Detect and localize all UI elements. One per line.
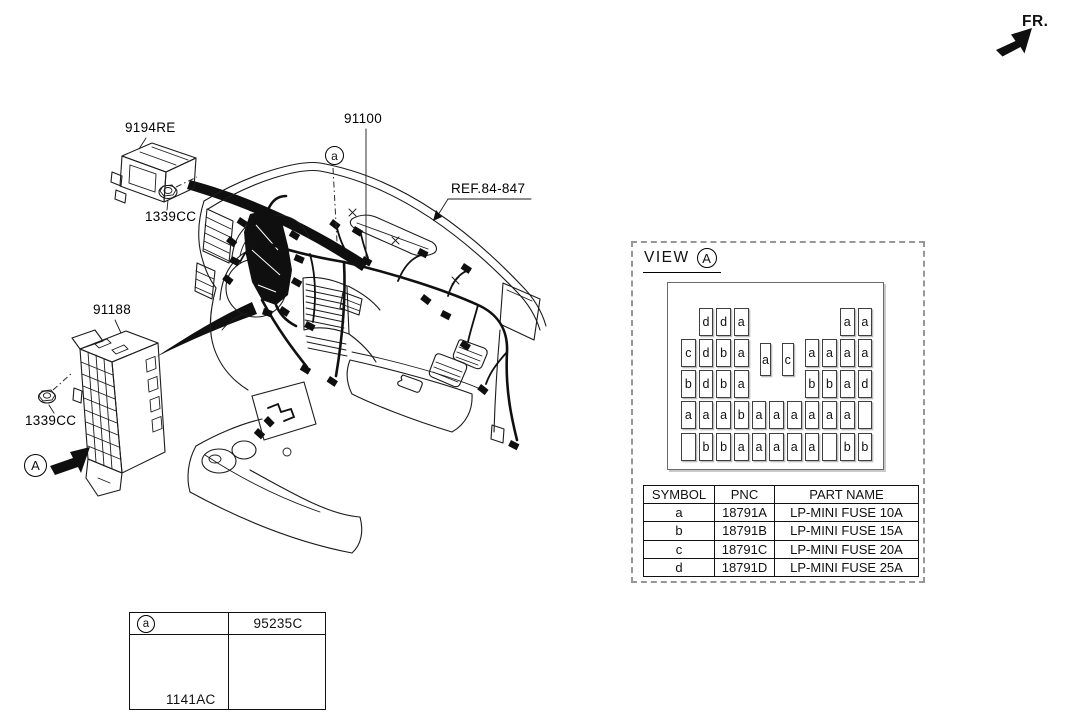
symbol-table-cell: a xyxy=(643,503,715,523)
fastener-detail-box: a 95235C 1141AC xyxy=(129,612,326,710)
fuse-slot: b xyxy=(698,433,714,461)
fuse-slot: a xyxy=(751,433,767,461)
symbol-table-header: PNC xyxy=(714,484,775,505)
fuse-slot: a xyxy=(839,338,855,367)
fuse-slot xyxy=(681,433,696,461)
fuse-slot xyxy=(822,433,837,461)
fuse-slot: a xyxy=(786,433,802,461)
callout-9194re: 9194RE xyxy=(125,120,176,135)
fuse-slot: a xyxy=(769,433,784,461)
callout-1339cc-left: 1339CC xyxy=(25,413,77,428)
fuse-slot: a xyxy=(839,308,855,336)
harness-sweep-lower xyxy=(156,302,257,357)
symbol-table-cell: c xyxy=(643,539,715,559)
fuse-slot-float: c xyxy=(781,343,794,376)
fr-arrow-icon xyxy=(996,28,1032,57)
fuse-slot: b xyxy=(733,401,749,430)
fuse-slot: a xyxy=(698,401,714,430)
fuse-slot: b xyxy=(681,370,696,398)
part-9194re-art xyxy=(110,142,197,204)
fuse-slot: b xyxy=(822,370,837,398)
view-label: VIEW xyxy=(644,249,690,266)
fuse-slot: b xyxy=(716,338,731,367)
fuse-slot: b xyxy=(839,433,855,461)
bolt-1339cc-top-art xyxy=(158,184,178,200)
fuse-slot: d xyxy=(698,338,714,367)
fuse-slot: b xyxy=(716,370,731,398)
fr-direction-label: FR. xyxy=(1022,13,1049,30)
harness-sweep-upper xyxy=(187,180,368,271)
fuse-slot: a xyxy=(733,338,749,367)
fuse-slot: a xyxy=(751,401,767,430)
fuse-slot: a xyxy=(857,338,873,367)
detail-fastener-label: 1141AC xyxy=(166,692,216,707)
symbol-table-cell: b xyxy=(643,521,715,541)
detail-part-number: 95235C xyxy=(253,616,303,631)
fuse-slot: d xyxy=(698,308,714,336)
fuse-slot: a xyxy=(681,401,696,430)
fuse-slot: a xyxy=(769,401,784,430)
bolt-1339cc-left-art xyxy=(37,389,57,404)
detail-box-divider-horizontal xyxy=(130,634,325,635)
symbol-table-cell: 18791A xyxy=(714,503,775,523)
fuse-slot: a xyxy=(839,370,855,398)
dashboard-art xyxy=(187,162,547,554)
fuse-slot-float: a xyxy=(759,343,772,376)
symbol-table-cell: LP-MINI FUSE 20A xyxy=(774,539,919,559)
fuse-slot: c xyxy=(681,338,696,367)
circle-a-callout: a xyxy=(325,146,344,165)
fuse-slot: a xyxy=(733,308,749,336)
symbol-table-cell: LP-MINI FUSE 15A xyxy=(774,521,919,541)
fuse-slot: b xyxy=(804,370,820,398)
fuse-slot: b xyxy=(857,433,873,461)
fuse-slot xyxy=(857,401,873,430)
fuse-slot: a xyxy=(733,433,749,461)
view-a-arrow-icon xyxy=(50,447,90,475)
detail-circle-a: a xyxy=(137,615,155,633)
fuse-slot: a xyxy=(822,338,837,367)
fuse-slot: a xyxy=(716,401,731,430)
fuse-slot: a xyxy=(733,370,749,398)
symbol-table-cell: d xyxy=(643,557,715,577)
fuse-slot: d xyxy=(716,308,731,336)
callout-1339cc-top: 1339CC xyxy=(145,209,197,224)
fuse-slot: a xyxy=(857,308,873,336)
view-circle-a: A xyxy=(696,248,717,268)
view-a-header: VIEW A xyxy=(643,248,721,273)
leader-lines xyxy=(48,128,532,414)
fuse-slot: a xyxy=(804,338,820,367)
symbol-table-header: PART NAME xyxy=(774,484,919,505)
callout-ref-84-847: REF.84-847 xyxy=(451,181,526,196)
fuse-slot: a xyxy=(839,401,855,430)
symbol-table-cell: LP-MINI FUSE 25A xyxy=(774,557,919,577)
fuse-slot: a xyxy=(804,401,820,430)
fuse-slot: b xyxy=(716,433,731,461)
symbol-table-cell: 18791C xyxy=(714,539,775,559)
part-91188-art xyxy=(71,329,166,497)
callout-91188: 91188 xyxy=(93,302,132,317)
detail-box-divider-vertical xyxy=(228,613,229,709)
circle-A-callout: A xyxy=(24,454,47,477)
symbol-table-cell: LP-MINI FUSE 10A xyxy=(774,503,919,523)
fuse-slot: d xyxy=(857,370,873,398)
symbol-table-header: SYMBOL xyxy=(643,484,715,505)
fuse-slot: d xyxy=(698,370,714,398)
fuse-slot: a xyxy=(822,401,837,430)
fuse-slot: a xyxy=(786,401,802,430)
symbol-table-cell: 18791D xyxy=(714,557,775,577)
symbol-table-cell: 18791B xyxy=(714,521,775,541)
fuse-slot: a xyxy=(804,433,820,461)
callout-91100: 91100 xyxy=(344,111,383,126)
